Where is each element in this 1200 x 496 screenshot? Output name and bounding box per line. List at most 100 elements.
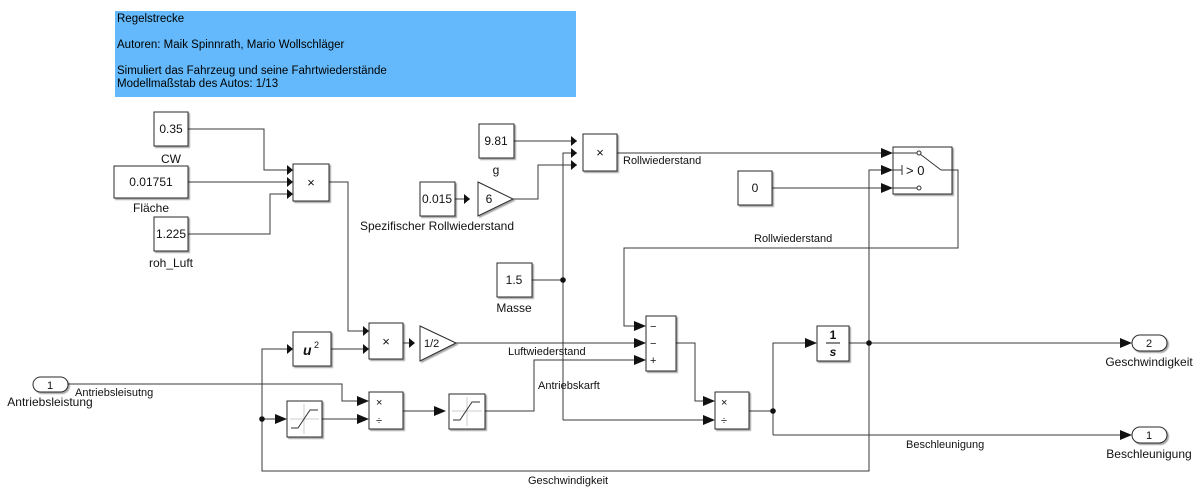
constant-block-cw[interactable]: 0.35 CW xyxy=(153,111,189,166)
block-name: Spezifischer Rollwiederstand xyxy=(360,219,514,233)
wire-integrator-in[interactable] xyxy=(772,342,811,435)
arrow-icon xyxy=(881,165,893,175)
block-value: 1.225 xyxy=(156,227,186,241)
product-block-luft[interactable]: × xyxy=(368,322,404,360)
saturation-block-2[interactable] xyxy=(448,393,486,430)
product-block-air[interactable]: × xyxy=(292,163,330,202)
signal-label-beschleunigung: Beschleunigung xyxy=(906,439,984,451)
sum-sign: − xyxy=(650,338,656,350)
arrow-icon xyxy=(357,396,369,406)
constant-block-spez-roll[interactable]: 0.015 Spezifischer Rollwiederstand xyxy=(360,181,514,233)
integrator-denominator: s xyxy=(830,345,837,359)
port-name: Beschleunigung xyxy=(1106,447,1191,461)
sum-block[interactable]: − − + xyxy=(645,315,677,372)
sum-sign: − xyxy=(650,321,656,333)
product-block-roll[interactable]: × xyxy=(582,133,618,172)
wire-rollwiderstand-2[interactable] xyxy=(623,169,959,327)
annotation-scale: Modellmaßstab des Autos: 1/13 xyxy=(117,78,279,90)
arrow-icon xyxy=(1120,430,1132,440)
arrow-icon xyxy=(634,355,646,365)
port-number: 1 xyxy=(1146,430,1152,442)
arrow-icon xyxy=(571,136,577,146)
wires xyxy=(68,128,1126,472)
block-name: CW xyxy=(161,152,182,166)
block-name: roh_Luft xyxy=(149,256,194,270)
divide-symbol: ÷ xyxy=(721,415,727,427)
switch-block[interactable]: > 0 xyxy=(892,146,953,195)
arrow-icon xyxy=(287,165,293,175)
signal-label-geschwindigkeit: Geschwindigkeit xyxy=(528,475,608,487)
annotation-description: Simuliert das Fahrzeug und seine Fahrtwi… xyxy=(117,65,387,77)
product-symbol: × xyxy=(596,145,604,160)
gain-value: 6 xyxy=(486,192,493,206)
arrow-icon xyxy=(571,148,577,158)
block-value: 0.35 xyxy=(159,122,183,136)
arrow-icon xyxy=(805,338,817,348)
arrow-icon xyxy=(881,183,893,193)
wire-antriebskraft[interactable] xyxy=(485,359,640,412)
arrow-icon xyxy=(275,414,287,424)
product-symbol: × xyxy=(307,175,315,190)
product-symbol: × xyxy=(376,397,382,409)
signal-label-rollwiderstand: Rollwiederstand xyxy=(623,155,701,167)
gain-block-half[interactable]: 1/2 xyxy=(419,325,458,362)
arrow-icon xyxy=(634,321,646,331)
branch-point xyxy=(259,416,265,422)
integrator-numerator: 1 xyxy=(830,328,837,342)
arrow-icon xyxy=(1120,338,1132,348)
constant-block-g[interactable]: 9.81 g xyxy=(478,123,515,177)
arrow-icon xyxy=(434,406,446,416)
wire-antriebsleistung[interactable] xyxy=(68,383,363,402)
branch-point xyxy=(866,340,872,346)
outport-geschwindigkeit[interactable]: 2 Geschwindigkeit xyxy=(1105,334,1193,369)
wire-velocity-feedback[interactable] xyxy=(261,343,870,472)
divide-block-antrieb[interactable]: × ÷ xyxy=(368,391,404,430)
constant-block-zero[interactable]: 0 xyxy=(737,170,773,206)
arrow-icon xyxy=(287,344,293,354)
annotation-title: Regelstrecke xyxy=(117,13,185,25)
model-annotation[interactable]: Regelstrecke Autoren: Maik Spinnrath, Ma… xyxy=(115,11,576,97)
port-number: 2 xyxy=(1146,338,1152,350)
arrow-icon xyxy=(634,338,646,348)
arrow-icon xyxy=(287,177,293,187)
signal-label-luftwiderstand: Luftwiederstand xyxy=(508,346,586,358)
square-exponent: 2 xyxy=(314,340,319,350)
arrow-icon xyxy=(409,338,415,348)
wire-gain6-out[interactable] xyxy=(513,164,577,200)
inport-antriebsleistung[interactable]: 1 Antriebsleistung xyxy=(7,376,93,409)
saturation-block-1[interactable] xyxy=(286,400,323,438)
arrow-icon xyxy=(881,148,893,158)
arrowheads xyxy=(275,136,1132,440)
square-u: u xyxy=(303,342,312,358)
integrator-block[interactable]: 1 s xyxy=(816,325,850,362)
branch-point xyxy=(770,408,776,414)
constant-block-masse[interactable]: 1.5 Masse xyxy=(496,262,533,315)
signal-label-antriebskraft: Antriebskarft xyxy=(538,380,600,392)
switch-criteria: > 0 xyxy=(906,163,924,178)
divide-block-accel[interactable]: × ÷ xyxy=(714,391,750,430)
gain-value: 1/2 xyxy=(424,338,439,350)
block-name: g xyxy=(493,163,500,177)
arrow-icon xyxy=(363,326,369,336)
constant-block-roh-luft[interactable]: 1.225 roh_Luft xyxy=(149,216,194,270)
port-number: 1 xyxy=(47,380,53,392)
divide-symbol: ÷ xyxy=(376,415,382,427)
block-value: 9.81 xyxy=(484,134,508,148)
wire-roh-luft[interactable] xyxy=(188,193,287,235)
arrow-icon xyxy=(363,344,369,354)
block-name: Masse xyxy=(496,301,532,315)
product-symbol: × xyxy=(721,397,727,409)
block-value: 0.015 xyxy=(422,192,452,206)
square-block[interactable]: u 2 xyxy=(292,331,332,367)
wire-sum-out[interactable] xyxy=(676,342,709,402)
wire-switch-control[interactable] xyxy=(868,169,887,471)
gain-block-6[interactable]: 6 xyxy=(477,181,515,217)
wire-air-product[interactable] xyxy=(329,181,363,332)
port-name: Geschwindigkeit xyxy=(1105,355,1193,369)
outport-beschleunigung[interactable]: 1 Beschleunigung xyxy=(1106,426,1192,461)
arrow-icon xyxy=(357,414,369,424)
sum-sign: + xyxy=(650,355,656,367)
wire-cw[interactable] xyxy=(188,128,287,171)
constant-block-flaeche[interactable]: 0.01751 Fläche xyxy=(113,165,189,215)
